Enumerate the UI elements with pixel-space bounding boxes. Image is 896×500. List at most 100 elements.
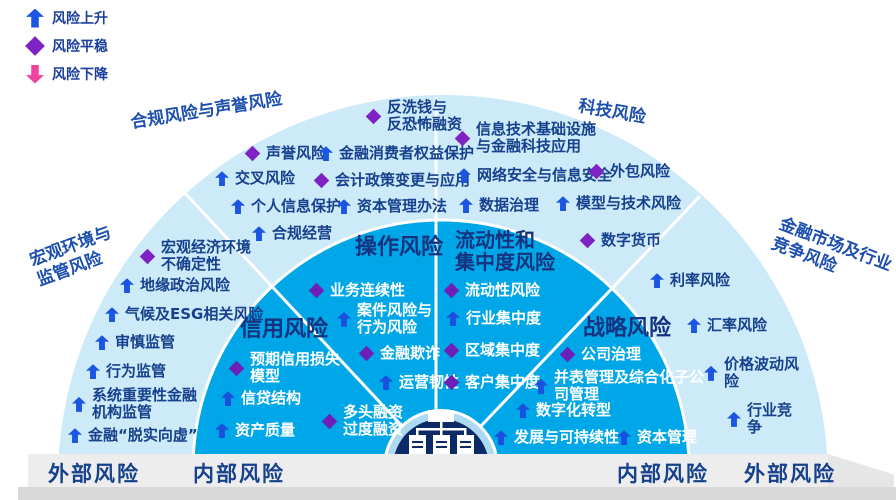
- risk-item-resilience: 运营韧性: [379, 373, 460, 391]
- risk-item-fraud: 金融欺诈: [358, 344, 440, 362]
- risk-item-sustainability: 发展与可持续性: [494, 428, 619, 446]
- risk-item-label: 运营韧性: [399, 373, 460, 391]
- risk-item-hollowing: 金融“脱实向虚”: [68, 426, 198, 444]
- risk-item-label: 行业集中度: [466, 309, 542, 327]
- risk-item-label: 公司治理: [581, 345, 642, 363]
- trend-down-arrow-icon: [26, 64, 44, 84]
- trend-up-arrow-icon: [72, 396, 86, 412]
- zone-label-external-right: 外部风险: [744, 462, 836, 486]
- risk-item-business-continuity: 业务连续性: [308, 281, 406, 299]
- bottom-shadow-strip: [18, 487, 896, 500]
- legend-item-rising: 风险上升: [26, 4, 108, 32]
- trend-up-arrow-icon: [68, 428, 82, 444]
- risk-item-consumer: 金融消费者权益保护: [319, 144, 475, 162]
- risk-item-asset-quality: 资产质量: [215, 421, 296, 439]
- risk-item-label: 资产质量: [235, 421, 296, 439]
- risk-item-credit-structure: 信贷结构: [221, 389, 301, 407]
- risk-item-governance: 公司治理: [559, 345, 642, 363]
- trend-up-arrow-icon: [26, 8, 44, 28]
- trend-stable-diamond-icon: [443, 342, 460, 359]
- risk-item-prudential: 审慎监管: [95, 333, 175, 351]
- risk-item-label: 流动性风险: [465, 281, 541, 299]
- zone-label-internal-left: 内部风险: [193, 462, 285, 486]
- risk-item-label: 合规经营: [272, 224, 333, 242]
- trend-up-arrow-icon: [337, 199, 351, 215]
- risk-item-case-conduct: 案件风险与 行为风险: [337, 301, 433, 337]
- risk-item-label: 模型与技术风险: [576, 194, 682, 212]
- trend-up-arrow-icon: [556, 196, 570, 212]
- risk-item-label: 行为监管: [106, 362, 167, 380]
- risk-item-label: 资本管理办法: [357, 197, 448, 215]
- risk-item-regional-conc: 区域集中度: [443, 341, 540, 359]
- risk-item-accounting: 会计政策变更与应用: [313, 171, 471, 189]
- legend-label: 风险上升: [52, 11, 108, 27]
- risk-item-sifi: 系统重要性金融 机构监管: [72, 386, 197, 422]
- risk-item-label: 业务连续性: [330, 281, 406, 299]
- risk-item-label: 汇率风险: [707, 316, 768, 334]
- risk-item-label: 金融消费者权益保护: [339, 144, 475, 162]
- risk-item-label: 利率风险: [670, 271, 731, 289]
- trend-up-arrow-icon: [319, 146, 333, 162]
- trend-stable-diamond-icon: [139, 248, 156, 265]
- risk-item-label: 交叉风险: [235, 169, 296, 187]
- trend-stable-diamond-icon: [443, 282, 460, 299]
- trend-up-arrow-icon: [215, 171, 229, 187]
- risk-item-label: 反洗钱与 反恐怖融资: [387, 98, 463, 134]
- trend-stable-diamond-icon: [365, 108, 382, 125]
- zone-label-internal-right: 内部风险: [617, 462, 709, 486]
- risk-item-label: 气候及ESG相关风险: [125, 305, 264, 323]
- risk-item-competition: 行业竞 争: [727, 401, 792, 437]
- trend-up-arrow-icon: [650, 273, 664, 289]
- risk-item-label: 数据治理: [479, 196, 540, 214]
- trend-up-arrow-icon: [459, 198, 473, 214]
- trend-up-arrow-icon: [95, 335, 109, 351]
- risk-item-label: 预期信用损失 模型: [250, 350, 341, 386]
- trend-up-arrow-icon: [231, 199, 245, 215]
- trend-stable-diamond-icon: [313, 172, 330, 189]
- trend-up-arrow-icon: [379, 375, 393, 391]
- section-title-credit: 信用风险: [240, 317, 329, 342]
- zone-label-external-left: 外部风险: [48, 462, 140, 486]
- risk-item-label: 金融“脱实向虚”: [88, 426, 198, 444]
- risk-item-label: 并表管理及综合化子公 司管理: [554, 368, 705, 404]
- risk-item-liquidity: 流动性风险: [443, 281, 541, 299]
- risk-item-label: 网络安全与信息安全: [477, 166, 613, 184]
- risk-item-label: 宏观经济环境 不确定性: [161, 238, 252, 274]
- trend-stable-diamond-icon: [559, 346, 576, 363]
- risk-item-fx: 汇率风险: [687, 316, 768, 334]
- risk-item-capital-measures: 资本管理办法: [337, 197, 448, 215]
- legend-item-stable: 风险平稳: [25, 32, 108, 60]
- trend-up-arrow-icon: [494, 430, 508, 446]
- trend-up-arrow-icon: [86, 364, 100, 380]
- trend-up-arrow-icon: [687, 318, 701, 334]
- risk-item-label: 信息技术基础设施 与金融科技应用: [476, 120, 597, 156]
- risk-item-aml: 反洗钱与 反恐怖融资: [365, 98, 463, 134]
- trend-stable-diamond-icon: [228, 360, 245, 377]
- legend-label: 风险平稳: [52, 39, 108, 55]
- risk-item-label: 会计政策变更与应用: [335, 171, 471, 189]
- legend-label: 风险下降: [52, 67, 108, 83]
- risk-item-interest: 利率风险: [650, 271, 731, 289]
- divider-line-right: [479, 194, 702, 428]
- risk-item-label: 案件风险与 行为风险: [357, 301, 433, 337]
- risk-item-consolidated: 并表管理及综合化子公 司管理: [534, 368, 705, 404]
- trend-stable-diamond-icon: [454, 130, 471, 147]
- trend-up-arrow-icon: [337, 311, 351, 327]
- divider-line-left: [182, 190, 403, 427]
- risk-item-customer-conc: 客户集中度: [443, 373, 540, 391]
- risk-item-personal-info: 个人信息保护: [231, 197, 341, 215]
- risk-item-label: 外包风险: [610, 162, 671, 180]
- bottom-band: [28, 454, 830, 487]
- risk-item-macro: 宏观经济环境 不确定性: [139, 238, 252, 274]
- trend-up-arrow-icon: [446, 311, 460, 327]
- risk-item-outsourcing: 外包风险: [588, 162, 671, 180]
- trend-up-arrow-icon: [120, 278, 134, 294]
- risk-item-capital-mgmt: 资本管理: [617, 428, 697, 446]
- risk-item-it-infra: 信息技术基础设施 与金融科技应用: [454, 120, 597, 156]
- trend-legend: 风险上升 风险平稳 风险下降: [25, 4, 108, 88]
- section-title-strategic: 战略风险: [583, 316, 672, 341]
- section-title-liquidity-concentration: 流动性和 集中度风险: [455, 228, 555, 275]
- risk-item-conduct: 行为监管: [86, 362, 167, 380]
- risk-item-label: 多头融资 过度融资: [343, 403, 404, 439]
